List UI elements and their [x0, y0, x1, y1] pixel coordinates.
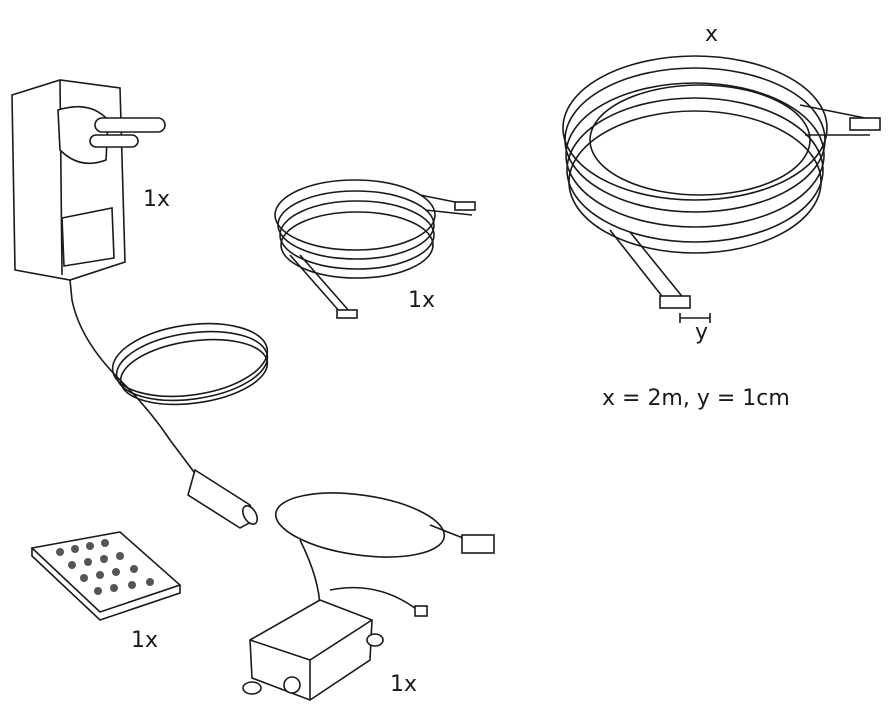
remote-control-illustration [30, 531, 182, 621]
controller-quantity-label: 1x [390, 672, 418, 697]
dimensions-note: x = 2m, y = 1cm [602, 386, 790, 411]
remote-quantity-label: 1x [131, 628, 159, 653]
width-dimension-y-label: y [695, 320, 709, 345]
adapter-quantity-label: 1x [143, 187, 171, 212]
power-adapter-illustration [11, 79, 269, 529]
short-strip-quantity-label: 1x [408, 288, 436, 313]
controller-illustration [242, 492, 495, 701]
length-dimension-x-label: x [705, 22, 719, 47]
short-led-strip-illustration [274, 179, 476, 319]
long-led-strip-illustration [562, 55, 881, 323]
